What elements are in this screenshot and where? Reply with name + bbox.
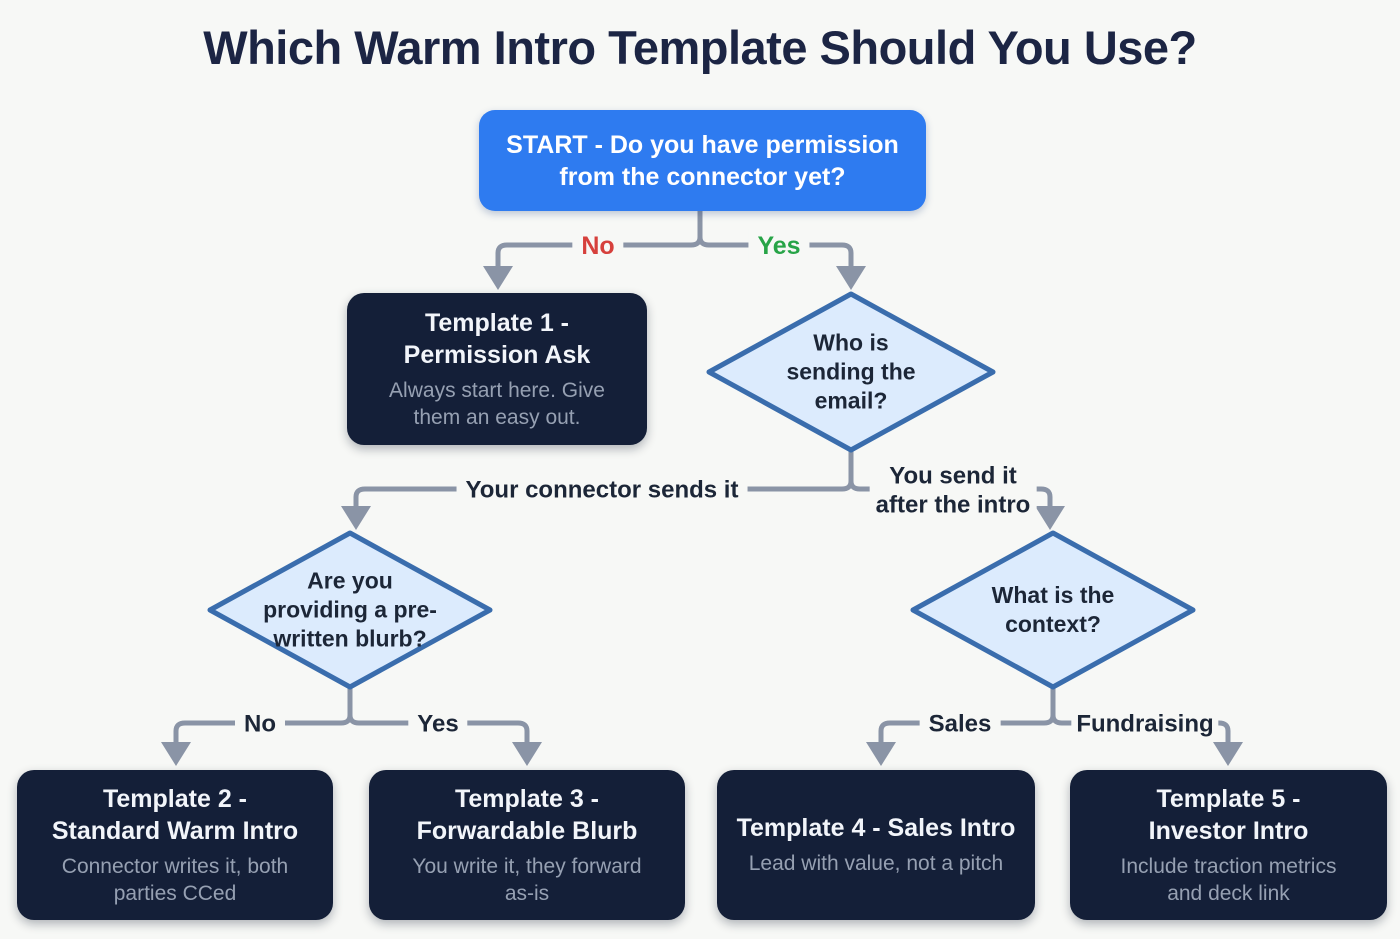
template-1-node: Template 1 -Permission Ask Always start …	[347, 293, 647, 445]
template-2-node: Template 2 -Standard Warm Intro Connecto…	[17, 770, 333, 920]
decision-diamond-context	[910, 530, 1196, 690]
template-4-subtitle: Lead with value, not a pitch	[748, 852, 1004, 876]
template-1-title: Template 1 -Permission Ask	[403, 308, 591, 369]
edge-label-connector-sends: Your connector sends it	[456, 473, 748, 507]
arrowhead-to-blurb	[341, 506, 371, 530]
template-4-node: Template 4 - Sales Intro Lead with value…	[717, 770, 1035, 920]
arrowhead-to-template5	[1213, 742, 1243, 766]
arrowhead-to-template1	[483, 266, 513, 290]
edge-label-yes-blurb: Yes	[408, 707, 468, 741]
arrowhead-to-template3	[512, 742, 542, 766]
template-4-title: Template 4 - Sales Intro	[736, 814, 1016, 843]
edge-label-yes-permission: Yes	[748, 228, 810, 264]
edge-blurb-split	[173, 684, 530, 745]
arrowhead-to-context	[1035, 506, 1065, 530]
template-3-node: Template 3 -Forwardable Blurb You write …	[369, 770, 685, 920]
arrowhead-to-who-sends	[836, 266, 866, 290]
edge-label-no-blurb: No	[235, 707, 285, 741]
decision-diamond-blurb	[207, 530, 493, 690]
edge-label-fundraising: Fundraising	[1071, 707, 1219, 741]
edge-label-no-permission: No	[572, 228, 624, 264]
template-2-title: Template 2 -Standard Warm Intro	[51, 784, 299, 845]
edge-label-sales: Sales	[919, 707, 1001, 741]
arrowhead-to-template4	[866, 742, 896, 766]
decision-diamond-who-sends	[706, 291, 996, 453]
page-title: Which Warm Intro Template Should You Use…	[203, 21, 1197, 74]
template-5-title: Template 5 -Investor Intro	[1148, 784, 1309, 845]
arrowhead-to-template2	[161, 742, 191, 766]
template-3-title: Template 3 -Forwardable Blurb	[416, 784, 638, 845]
template-5-node: Template 5 -Investor Intro Include tract…	[1070, 770, 1387, 920]
